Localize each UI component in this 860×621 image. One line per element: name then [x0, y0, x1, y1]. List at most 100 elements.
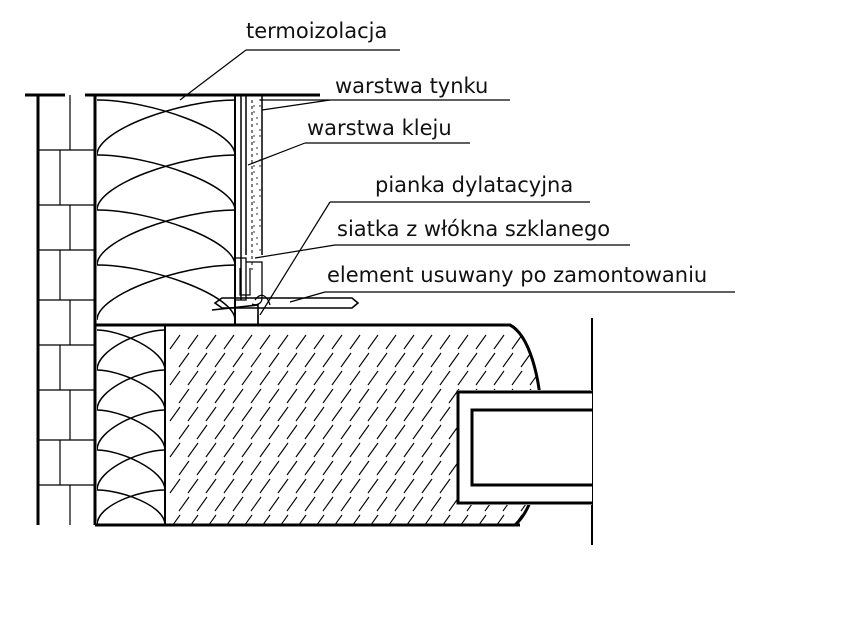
- hatch-stroke: [277, 334, 289, 350]
- hatch-stroke: [313, 514, 325, 525]
- plaster-dot: [256, 213, 258, 215]
- plaster-and-adhesive-layers: [240, 95, 263, 300]
- hatch-stroke: [349, 514, 361, 525]
- hatch-stroke: [178, 388, 190, 404]
- hatch-stroke: [412, 424, 424, 440]
- label-fiberglass-mesh: siatka z włókna szklanego: [337, 217, 610, 241]
- hatch-stroke: [367, 514, 379, 525]
- hatch-stroke: [178, 352, 190, 368]
- hatch-stroke: [457, 370, 469, 386]
- hatch-stroke: [241, 514, 253, 525]
- hatch-stroke: [277, 442, 289, 458]
- hatch-stroke: [412, 352, 424, 368]
- hatch-stroke: [493, 370, 505, 386]
- hatch-stroke: [268, 424, 280, 440]
- hatch-stroke: [349, 478, 361, 494]
- hatch-stroke: [169, 370, 181, 386]
- hatch-stroke: [493, 514, 505, 525]
- hatch-stroke: [358, 460, 370, 476]
- hatch-stroke: [430, 388, 442, 404]
- plaster-dot: [253, 165, 255, 167]
- hatch-stroke: [223, 514, 235, 525]
- hatch-stroke: [439, 514, 451, 525]
- plaster-dot: [259, 165, 261, 167]
- hatch-stroke: [304, 388, 316, 404]
- hatch-stroke: [403, 514, 415, 525]
- hatch-stroke: [403, 406, 415, 422]
- hatch-stroke: [196, 496, 208, 512]
- hatch-stroke: [241, 406, 253, 422]
- hatch-stroke: [304, 352, 316, 368]
- hatch-stroke: [403, 334, 415, 350]
- hatch-stroke: [250, 424, 262, 440]
- hatch-stroke: [394, 496, 406, 512]
- hatch-stroke: [214, 496, 226, 512]
- hatch-stroke: [448, 352, 460, 368]
- hatch-stroke: [430, 352, 442, 368]
- hatch-stroke: [520, 352, 532, 368]
- hatch-stroke: [187, 334, 199, 350]
- hatch-stroke: [376, 460, 388, 476]
- masonry-wall: [25, 93, 97, 525]
- label-removable-element: element usuwany po zamontowaniu: [327, 263, 707, 287]
- plaster-dot: [259, 135, 261, 137]
- plaster-dot: [256, 207, 258, 209]
- hatch-stroke: [457, 334, 469, 350]
- hatch-stroke: [358, 352, 370, 368]
- hatch-stroke: [367, 370, 379, 386]
- plaster-dot: [256, 177, 258, 179]
- hatch-stroke: [232, 424, 244, 440]
- hatch-stroke: [277, 406, 289, 422]
- hatch-stroke: [259, 514, 271, 525]
- hatch-stroke: [205, 370, 217, 386]
- hatch-stroke: [214, 460, 226, 476]
- hatch-stroke: [250, 460, 262, 476]
- hatch-stroke: [340, 352, 352, 368]
- hatch-stroke: [331, 334, 343, 350]
- hatch-stroke: [295, 478, 307, 494]
- hatch-stroke: [277, 514, 289, 525]
- plaster-dot: [253, 225, 255, 227]
- hatch-stroke: [322, 460, 334, 476]
- hatch-stroke: [322, 352, 334, 368]
- hatch-stroke: [439, 478, 451, 494]
- hatch-stroke: [241, 442, 253, 458]
- hatch-stroke: [286, 460, 298, 476]
- hatch-stroke: [340, 424, 352, 440]
- hatch-stroke: [502, 352, 514, 368]
- hatch-stroke: [529, 514, 541, 525]
- hatch-stroke: [529, 334, 541, 350]
- leader-lines: [179, 49, 735, 316]
- hatch-stroke: [548, 335, 558, 349]
- hatch-stroke: [367, 478, 379, 494]
- hatch-stroke: [421, 334, 433, 350]
- hatch-stroke: [277, 370, 289, 386]
- plaster-dot: [253, 171, 255, 173]
- hatch-stroke: [349, 406, 361, 422]
- hatch-stroke: [349, 442, 361, 458]
- hatch-stroke: [421, 478, 433, 494]
- hatch-stroke: [259, 442, 271, 458]
- hatch-stroke: [241, 370, 253, 386]
- hatch-stroke: [331, 406, 343, 422]
- plaster-dot: [256, 153, 258, 155]
- plaster-dot: [253, 201, 255, 203]
- hatch-stroke: [403, 370, 415, 386]
- hatch-stroke: [295, 442, 307, 458]
- label-insulation: termoizolacja: [246, 19, 387, 43]
- hatch-stroke: [169, 406, 181, 422]
- hatch-stroke: [412, 460, 424, 476]
- hatch-stroke: [403, 478, 415, 494]
- plaster-dot: [253, 141, 255, 143]
- hatch-stroke: [268, 496, 280, 512]
- hatch-stroke: [475, 334, 487, 350]
- hatch-stroke: [223, 334, 235, 350]
- hatch-stroke: [511, 334, 523, 350]
- hatch-stroke: [340, 460, 352, 476]
- hatch-stroke: [538, 352, 542, 368]
- hatch-stroke: [331, 514, 343, 525]
- hatch-stroke: [187, 370, 199, 386]
- hatch-stroke: [421, 406, 433, 422]
- lower-insulation: [97, 325, 166, 525]
